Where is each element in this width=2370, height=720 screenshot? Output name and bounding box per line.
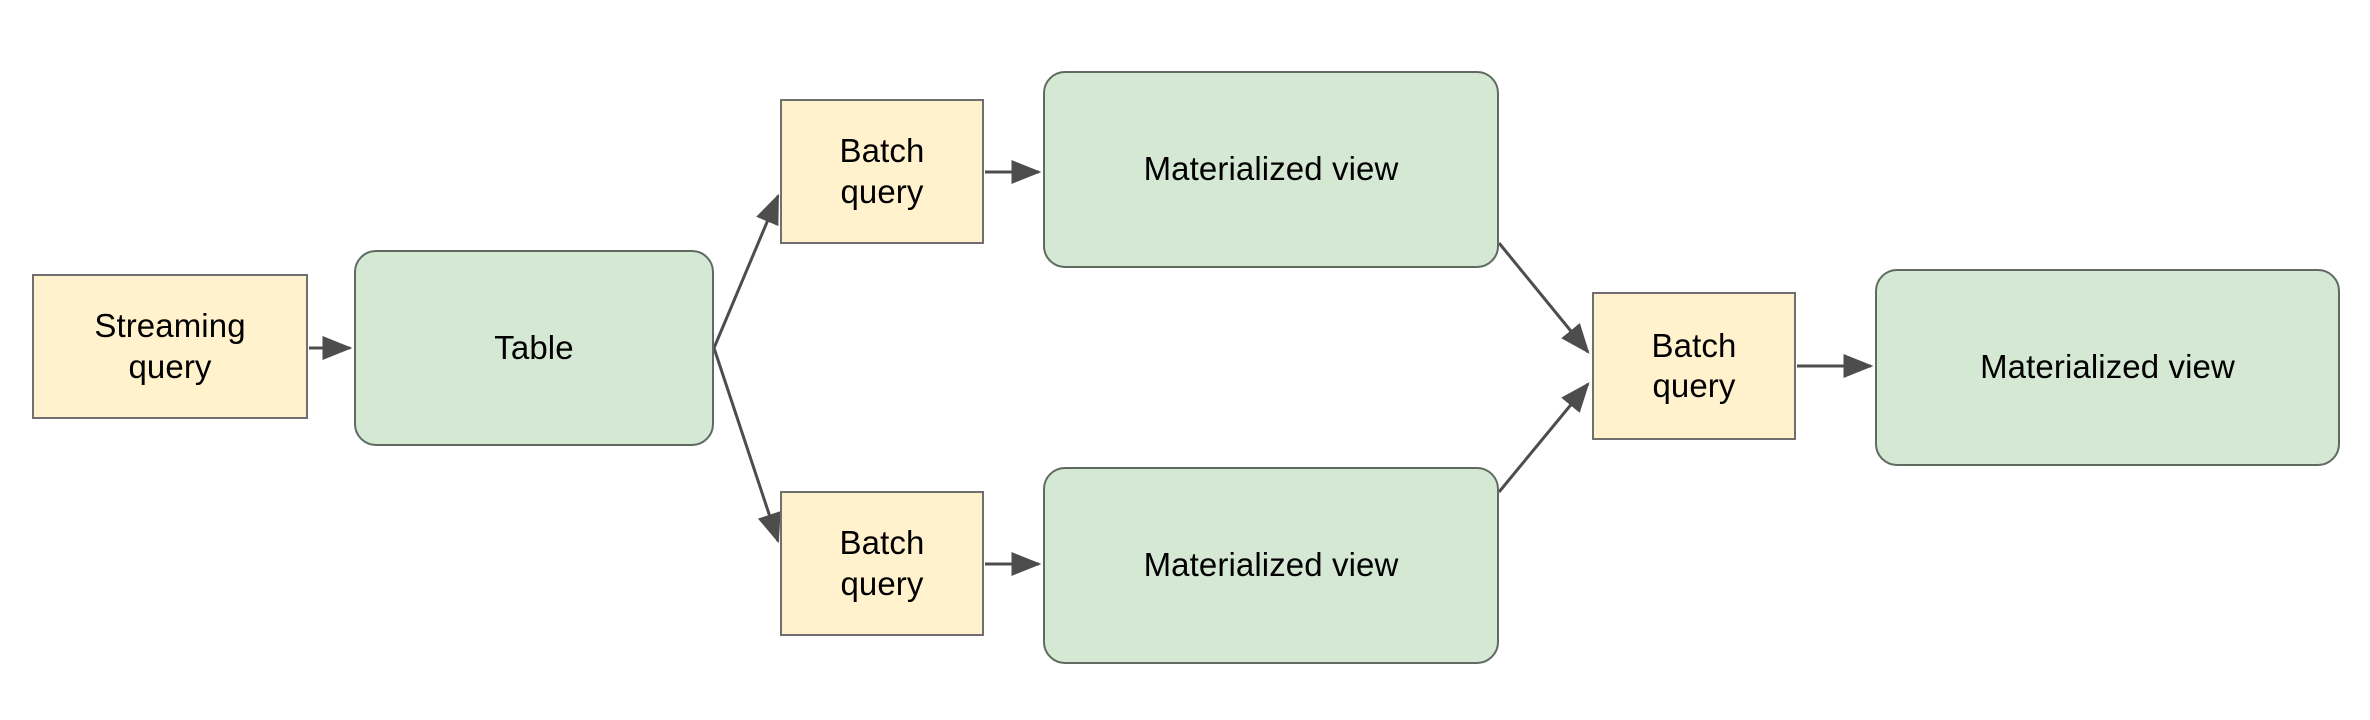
node-label-streaming-query: Streaming query (94, 307, 246, 385)
edge-materialized-view-bottom-to-batch-query-join (1497, 382, 1590, 493)
edge-table-to-batch-query-bottom (712, 347, 781, 544)
node-label-batch-query-bottom: Batch query (839, 524, 925, 602)
node-batch-query-bottom[interactable]: Batch query (780, 491, 984, 636)
node-streaming-query[interactable]: Streaming query (32, 274, 308, 419)
node-materialized-view-final[interactable]: Materialized view (1875, 269, 2340, 466)
node-label-materialized-view-bottom: Materialized view (1143, 546, 1399, 584)
node-batch-query-top[interactable]: Batch query (780, 99, 984, 244)
edge-materialized-view-top-to-batch-query-join (1497, 242, 1590, 354)
node-label-table: Table (494, 328, 574, 366)
edge-table-to-batch-query-top (712, 193, 780, 349)
node-label-batch-query-top: Batch query (839, 132, 925, 210)
node-materialized-view-bottom[interactable]: Materialized view (1043, 467, 1499, 664)
node-batch-query-join[interactable]: Batch query (1592, 292, 1796, 440)
node-label-materialized-view-final: Materialized view (1980, 348, 2235, 386)
node-materialized-view-top[interactable]: Materialized view (1043, 71, 1499, 268)
node-label-materialized-view-top: Materialized view (1143, 150, 1399, 188)
node-label-batch-query-join: Batch query (1651, 326, 1737, 404)
node-table[interactable]: Table (354, 250, 714, 446)
